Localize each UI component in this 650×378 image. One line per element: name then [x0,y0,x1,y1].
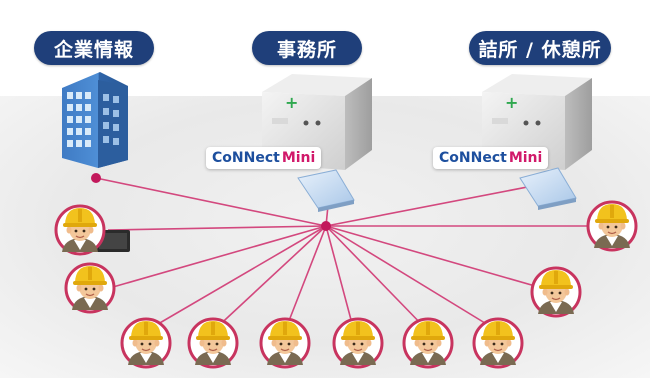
company-info-label: 企業情報 [34,31,154,65]
company-node [91,173,101,183]
connection-lines [95,177,606,332]
hub-node [321,221,331,231]
construction-worker-icon [64,262,116,314]
line-worker-1 [107,225,327,231]
logo-sub-text: Mini [281,150,316,166]
svg-text:+: + [285,93,298,112]
wireless-router-icon [519,167,577,210]
construction-worker-icon [472,317,524,369]
line-worker-4 [325,225,550,291]
line-worker-5 [145,225,327,332]
logo-sub-text: Mini [508,150,543,166]
rest-area-label: 詰所 / 休憩所 [469,31,611,65]
connect-mini-logo: CoNNect Mini [206,147,322,169]
office-label: 事務所 [252,31,362,65]
office-building-icon [62,72,128,168]
line-worker-7 [284,225,327,332]
connect-mini-logo: CoNNect Mini [433,147,549,169]
construction-worker-icon [120,317,172,369]
line-company [95,177,327,227]
construction-worker-icon [332,317,384,369]
line-worker-8 [325,225,355,332]
line-worker-9 [325,225,429,332]
construction-worker-icon [530,266,582,318]
line-rest [325,182,549,227]
svg-text:+: + [505,93,518,112]
wireless-router-icon [297,169,355,212]
construction-worker-icon [402,317,454,369]
construction-worker-icon [586,200,638,252]
construction-worker-icon [187,317,239,369]
construction-worker-icon [259,317,311,369]
construction-worker-icon [54,204,106,256]
line-worker-3 [112,225,327,288]
logo-main-text: CoNNect [439,150,507,166]
logo-main-text: CoNNect [212,150,280,166]
line-worker-6 [212,225,327,332]
line-worker-10 [325,225,499,332]
